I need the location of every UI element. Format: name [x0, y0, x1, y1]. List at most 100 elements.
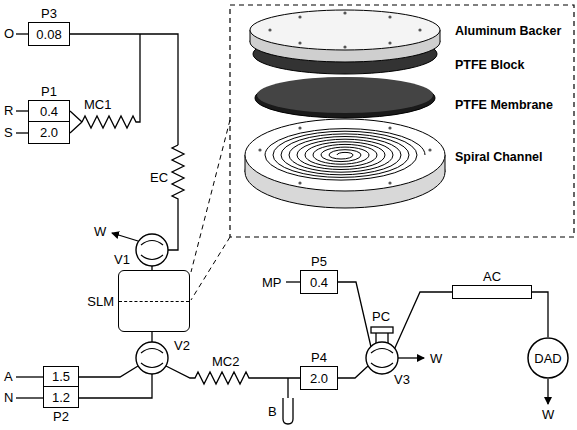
tube-line	[338, 366, 368, 378]
bolt-holes	[258, 126, 431, 184]
preconcentration-column	[371, 327, 393, 333]
waste-arrow	[398, 357, 424, 358]
pump-label: P2	[53, 409, 69, 424]
pump-box: 1.51.2P2	[43, 366, 79, 408]
ptfe-membrane	[255, 78, 435, 118]
extraction-coil	[168, 145, 184, 250]
pump-label: P3	[41, 6, 57, 21]
flow-rate: 1.5	[52, 369, 70, 384]
stream-label: MP	[262, 275, 282, 290]
flow-rate: 2.0	[310, 371, 328, 386]
tube-line	[16, 132, 28, 133]
drawing-part	[343, 45, 346, 48]
vial-label: B	[268, 404, 277, 419]
drawing-part	[298, 15, 301, 18]
waste-arrow	[112, 233, 138, 241]
waste-label: W	[94, 224, 106, 239]
tube-line	[286, 281, 300, 282]
tube-line	[16, 376, 43, 377]
inset-leader	[191, 120, 230, 272]
stream-label: O	[4, 26, 14, 41]
pump-box: 0.42.0P1	[28, 100, 70, 144]
pump-row: 2.0	[29, 122, 69, 143]
drawing-part	[298, 181, 301, 184]
drawing-part	[343, 11, 346, 14]
detector-circle: DAD	[527, 337, 569, 379]
waste-label: W	[542, 407, 554, 422]
pump-label: P1	[41, 84, 57, 99]
valve-label: V2	[174, 338, 190, 353]
tube-line	[70, 34, 178, 145]
tube-line	[79, 374, 152, 398]
part-label: PTFE Membrane	[455, 98, 553, 113]
pump-label: P5	[311, 254, 327, 269]
coil-label: MC1	[84, 97, 111, 112]
column-label: AC	[483, 269, 501, 284]
flow-rate: 2.0	[40, 125, 58, 140]
drawing-part	[428, 148, 431, 151]
column-label: PC	[372, 309, 390, 324]
membrane-module: SLM	[118, 270, 190, 332]
tubing	[16, 34, 548, 424]
pump-box: 2.0P4	[300, 366, 338, 390]
mixing-coil	[82, 34, 140, 128]
plate-top	[245, 119, 445, 191]
part-label: Aluminum Backer	[455, 24, 561, 39]
pump-box: 0.08P3	[28, 22, 70, 46]
detector-circle-shape	[528, 338, 568, 378]
drawing-part	[136, 234, 168, 266]
drawing-part	[298, 41, 301, 44]
tube-line	[16, 33, 28, 34]
tube-line	[70, 111, 82, 133]
membrane-line	[119, 301, 189, 302]
bolt-holes	[268, 11, 421, 48]
inset-frame	[230, 5, 574, 237]
drawing-part	[298, 126, 301, 129]
drawing-part	[371, 349, 393, 368]
waste-label: W	[430, 351, 442, 366]
pump-label: P4	[311, 350, 327, 365]
drawing-part	[141, 349, 163, 368]
drawing-part	[136, 342, 168, 374]
pump-row: 0.4	[29, 101, 69, 122]
pump-box: 0.4P5	[300, 270, 338, 294]
tube-connector	[532, 292, 548, 337]
part-label: Spiral Channel	[455, 150, 543, 165]
stream-label: N	[4, 390, 13, 405]
pump-row: 0.08	[29, 23, 69, 45]
valve-label: V1	[114, 252, 130, 267]
drawing-part	[388, 41, 391, 44]
flow-rate: 0.4	[310, 275, 328, 290]
module-label: SLM	[87, 294, 114, 309]
pump-row: 1.2	[44, 387, 78, 407]
collection-vial	[283, 398, 293, 424]
stream-label: A	[4, 369, 13, 384]
tube-line	[394, 292, 452, 350]
part-label: PTFE Block	[455, 58, 524, 73]
drawing-part	[258, 148, 261, 151]
tube-line	[16, 110, 28, 111]
spiral-channel	[265, 129, 425, 181]
tube-line	[151, 332, 152, 342]
flow-rate: 0.08	[36, 27, 61, 42]
tube-line	[287, 378, 288, 398]
drawing-part	[388, 126, 391, 129]
pump-row: 2.0	[301, 367, 337, 389]
drawing-part	[141, 241, 163, 260]
flow-rate: 1.2	[52, 390, 70, 405]
analytical-column: AC	[452, 285, 532, 299]
waste-arrow	[547, 379, 548, 404]
coil-label: EC	[150, 170, 168, 185]
detector-label: DAD	[534, 351, 561, 366]
drawing-part	[418, 28, 421, 31]
drawing-part	[366, 342, 398, 374]
drawing-part	[388, 15, 391, 18]
pump-row: 0.4	[301, 271, 337, 293]
pump-row: 1.5	[44, 367, 78, 387]
valve-label: V3	[394, 372, 410, 387]
stream-label: R	[4, 103, 13, 118]
tube-line	[338, 282, 371, 347]
tube-line	[16, 397, 43, 398]
ptfe-membrane	[257, 77, 433, 113]
tube-line	[79, 366, 138, 377]
